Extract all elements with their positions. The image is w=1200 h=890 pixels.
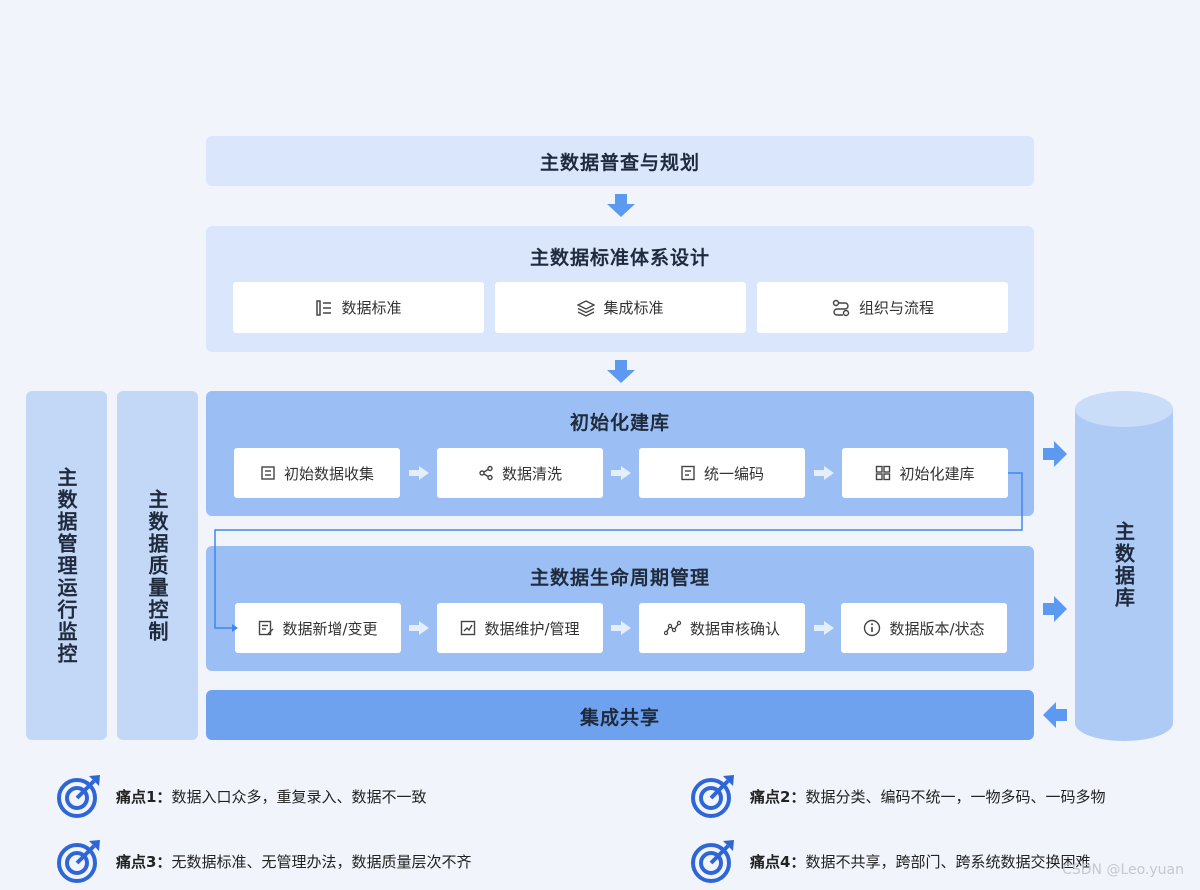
pain-point: 痛点2：数据分类、编码不统一，一物多码、一码多物 — [690, 773, 1105, 819]
lifecycle-band: 主数据生命周期管理 数据新增/变更 数据维护/管理 数据审核确认 — [206, 546, 1034, 671]
arrow-right-icon — [1043, 596, 1067, 622]
lifecycle-card-label: 数据审核确认 — [689, 619, 780, 638]
pain-point-label: 痛点3： — [116, 852, 172, 871]
arrow-right-icon — [814, 621, 834, 635]
arrow-right-icon — [1043, 441, 1067, 467]
collect-icon — [261, 466, 275, 480]
arrow-down-icon — [607, 194, 635, 217]
lifecycle-title: 主数据生命周期管理 — [529, 567, 710, 589]
pain-point-label: 痛点2： — [750, 787, 806, 806]
lifecycle-card-maintain: 数据维护/管理 — [437, 603, 603, 653]
info-icon — [864, 619, 881, 637]
standards-card-integration: 集成标准 — [495, 282, 746, 333]
pain-point-label: 痛点4： — [750, 852, 806, 871]
quality-column: 主数据质量控制 — [117, 391, 198, 740]
grid-icon — [876, 465, 891, 481]
planning-band: 主数据普查与规划 — [206, 136, 1034, 186]
monitor-column: 主数据管理运行监控 — [26, 391, 107, 740]
pain-point-text: 数据不共享，跨部门、跨系统数据交换困难 — [805, 852, 1091, 871]
database-label: 主数据库 — [1111, 521, 1136, 609]
init-card-label: 初始化建库 — [899, 464, 975, 483]
clean-icon — [479, 465, 493, 481]
lifecycle-card-add: 数据新增/变更 — [235, 603, 401, 653]
layers-icon — [577, 299, 596, 317]
flow-icon — [832, 299, 850, 316]
init-card-label: 统一编码 — [703, 464, 764, 483]
standards-title: 主数据标准体系设计 — [529, 247, 710, 269]
arrow-right-icon — [409, 621, 429, 635]
arrow-right-icon — [611, 466, 631, 480]
lifecycle-card-label: 数据新增/变更 — [282, 619, 378, 638]
standards-card-data: 数据标准 — [233, 282, 484, 333]
pain-point-label: 痛点1： — [116, 787, 172, 806]
standards-card-label: 组织与流程 — [858, 299, 934, 317]
init-card-label: 初始数据收集 — [283, 464, 374, 483]
code-icon — [681, 465, 695, 481]
pain-point: 痛点4：数据不共享，跨部门、跨系统数据交换困难 — [690, 838, 1090, 884]
init-band: 初始化建库 初始数据收集 数据清洗 统一编码 — [206, 391, 1034, 516]
target-icon — [57, 775, 100, 818]
standards-band: 主数据标准体系设计 数据标准 集成标准 组织与流程 — [206, 226, 1034, 352]
share-band: 集成共享 — [206, 690, 1034, 740]
pain-point-text: 数据入口众多，重复录入、数据不一致 — [171, 787, 427, 806]
standards-card-label: 集成标准 — [603, 299, 664, 317]
arrow-left-icon — [1043, 702, 1067, 728]
pain-point: 痛点1：数据入口众多，重复录入、数据不一致 — [56, 773, 426, 819]
pain-point-text: 无数据标准、无管理办法，数据质量层次不齐 — [171, 852, 472, 871]
arrow-right-icon — [611, 621, 631, 635]
init-card-label: 数据清洗 — [501, 464, 562, 483]
lifecycle-card-audit: 数据审核确认 — [639, 603, 805, 653]
target-icon — [691, 840, 734, 883]
lifecycle-card-label: 数据版本/状态 — [889, 619, 985, 638]
init-title: 初始化建库 — [569, 412, 670, 434]
standards-card-org: 组织与流程 — [757, 282, 1008, 333]
planning-title: 主数据普查与规划 — [539, 152, 700, 174]
monitor-column-label: 主数据管理运行监控 — [54, 466, 78, 665]
arrow-right-icon — [409, 466, 429, 480]
pain-point-text: 数据分类、编码不统一，一物多码、一码多物 — [805, 787, 1106, 806]
init-card-collect: 初始数据收集 — [234, 448, 400, 498]
lifecycle-card-label: 数据维护/管理 — [484, 619, 580, 638]
quality-column-label: 主数据质量控制 — [145, 488, 169, 643]
watermark: CSDN @Leo.yuan — [1062, 862, 1184, 878]
share-title: 集成共享 — [579, 707, 660, 729]
maintain-icon — [461, 620, 476, 636]
database-label-wrap: 主数据库 — [1074, 420, 1174, 710]
init-card-build: 初始化建库 — [842, 448, 1008, 498]
edit-doc-icon — [259, 620, 274, 636]
arrow-down-icon — [607, 360, 635, 383]
init-card-code: 统一编码 — [639, 448, 805, 498]
list-doc-icon — [316, 299, 332, 316]
pain-point: 痛点3：无数据标准、无管理办法，数据质量层次不齐 — [56, 838, 471, 884]
target-icon — [691, 775, 734, 818]
database-cylinder — [1075, 391, 1173, 741]
arrow-right-icon — [814, 466, 834, 480]
target-icon — [57, 840, 100, 883]
lifecycle-card-version: 数据版本/状态 — [841, 603, 1007, 653]
audit-icon — [663, 620, 682, 636]
connector-line — [214, 472, 1023, 632]
standards-card-label: 数据标准 — [341, 299, 402, 317]
init-card-clean: 数据清洗 — [437, 448, 603, 498]
